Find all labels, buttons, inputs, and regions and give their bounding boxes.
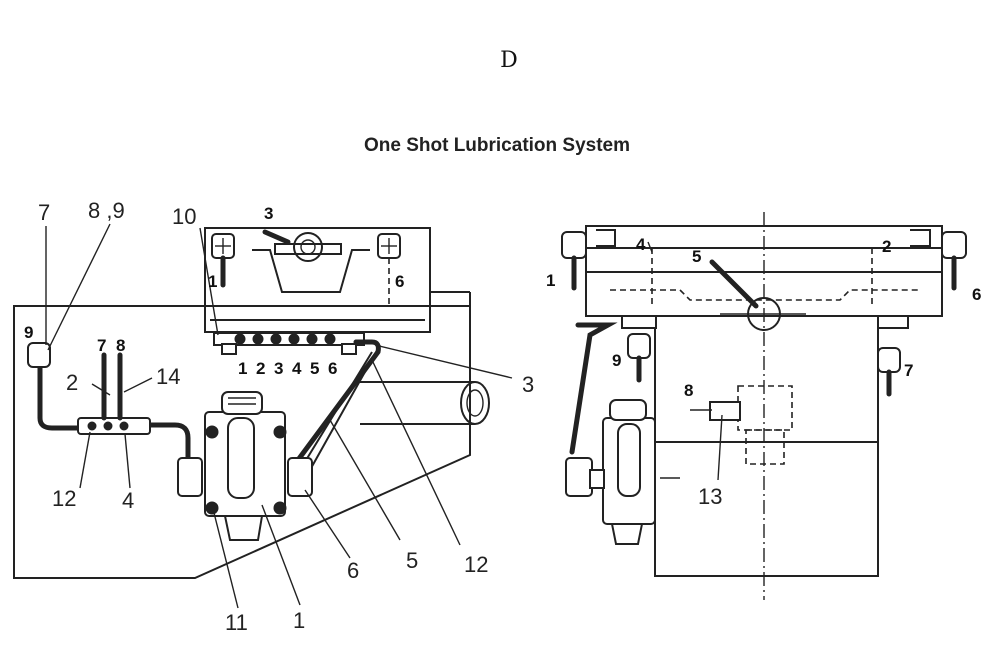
callout-2: 2 xyxy=(66,370,78,395)
right-view: 4 5 2 1 6 9 7 8 13 xyxy=(546,212,981,600)
callout-8-9: 8 ,9 xyxy=(88,198,125,223)
callout-1: 1 xyxy=(293,608,305,633)
callout-7-tube: 7 xyxy=(97,336,106,355)
port-5: 5 xyxy=(310,359,319,378)
callout-13: 13 xyxy=(698,484,722,509)
callout-6: 6 xyxy=(347,558,359,583)
callout-14: 14 xyxy=(156,364,180,389)
page-letter: D xyxy=(500,48,518,73)
oil-cup-9 xyxy=(627,333,651,359)
callout-8-right: 8 xyxy=(684,381,693,400)
callout-12-right: 12 xyxy=(464,552,488,577)
oil-cup-6 xyxy=(941,231,967,259)
callout-4: 4 xyxy=(122,488,134,513)
column-body xyxy=(654,315,879,577)
saddle-block xyxy=(204,227,431,333)
callout-7: 7 xyxy=(38,200,50,225)
oil-pump xyxy=(177,391,313,541)
oil-fitting-9 xyxy=(27,342,51,368)
port-3: 3 xyxy=(274,359,283,378)
callout-11: 11 xyxy=(225,610,248,635)
callout-10: 10 xyxy=(172,204,196,229)
callout-12-left: 12 xyxy=(52,486,76,511)
port-2: 2 xyxy=(256,359,265,378)
callout-1-top: 1 xyxy=(208,272,217,291)
oil-pump-right xyxy=(565,399,656,545)
callout-6-top: 6 xyxy=(395,272,404,291)
callout-9-right: 9 xyxy=(612,351,621,370)
callout-7-right: 7 xyxy=(904,361,913,380)
port-4: 4 xyxy=(292,359,302,378)
tube-to-pump xyxy=(147,422,191,461)
callout-2-right: 2 xyxy=(882,237,891,256)
port-6: 6 xyxy=(328,359,337,378)
callout-3: 3 xyxy=(522,372,534,397)
port-1: 1 xyxy=(238,359,247,378)
tube-left xyxy=(37,362,81,431)
callout-5: 5 xyxy=(406,548,418,573)
cross-shaft xyxy=(360,381,490,425)
callout-4-right: 4 xyxy=(636,235,646,254)
junction-block xyxy=(77,352,151,435)
oil-cup-7 xyxy=(877,347,901,373)
left-view: 7 8 ,9 10 3 1 6 9 7 8 2 14 1 2 3 4 5 6 3… xyxy=(13,198,534,635)
callout-3-top: 3 xyxy=(264,204,273,223)
callout-1-right: 1 xyxy=(546,271,555,290)
machine-body xyxy=(13,305,471,579)
callout-9: 9 xyxy=(24,323,33,342)
callout-6-right: 6 xyxy=(972,285,981,304)
callout-8-tube: 8 xyxy=(116,336,125,355)
tube-right xyxy=(569,322,618,455)
tube-to-manifold xyxy=(295,339,381,463)
distribution-manifold xyxy=(213,332,365,355)
oil-cup-1 xyxy=(561,231,587,259)
callout-5-right: 5 xyxy=(692,247,701,266)
diagram-title: One Shot Lubrication System xyxy=(363,135,631,156)
